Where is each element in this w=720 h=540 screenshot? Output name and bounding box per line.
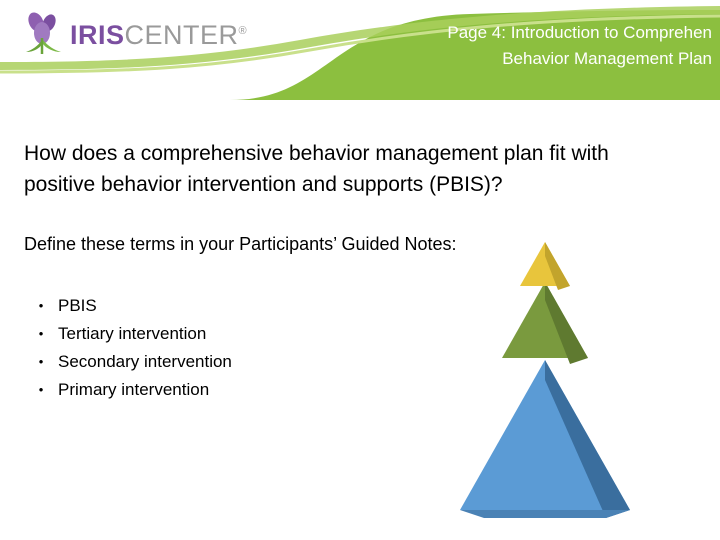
light-green-swoosh [0,6,720,70]
header-swoosh-graphic [0,6,720,100]
iris-flower-icon [26,12,61,54]
terms-list: • PBIS • Tertiary intervention • Secondary … [24,292,444,404]
list-item-label: Secondary intervention [58,352,232,371]
bullet-icon: • [38,298,44,313]
bullet-icon: • [38,326,44,341]
page-title-line-1: Page 4: Introduction to Comprehen [447,23,712,42]
list-item: • Primary intervention [24,376,444,404]
list-item: • Secondary intervention [24,348,444,376]
list-item-label: Tertiary intervention [58,324,207,343]
primary-tier-base [460,510,630,518]
page-title-line-2: Behavior Management Plan [502,49,712,68]
secondary-tier-side [545,282,588,364]
list-item: • PBIS [24,292,444,320]
tertiary-tier-side [545,242,570,290]
instruction-text: Define these terms in your Participants’… [24,234,457,254]
green-band-shape [230,10,720,100]
logo-wordmark: IRISCENTER® [70,20,247,51]
list-item-label: Primary intervention [58,380,210,399]
logo-center-text: CENTER [124,20,239,50]
primary-tier-side [545,360,630,518]
list-item-label: PBIS [58,296,97,315]
pbis-pyramid-graphic [460,242,630,518]
header-band: Page 4: Introduction to Comprehen Behavi… [0,0,720,100]
page-title: Page 4: Introduction to Comprehen Behavi… [282,20,712,72]
list-item: • Tertiary intervention [24,320,444,348]
main-question: How does a comprehensive behavior manage… [24,142,609,196]
registered-mark: ® [238,25,248,37]
iris-center-logo: IRISCENTER® [16,10,247,56]
bullet-icon: • [38,382,44,397]
logo-iris-text: IRIS [70,20,125,50]
bullet-icon: • [38,354,44,369]
pale-green-stroke [0,14,720,74]
